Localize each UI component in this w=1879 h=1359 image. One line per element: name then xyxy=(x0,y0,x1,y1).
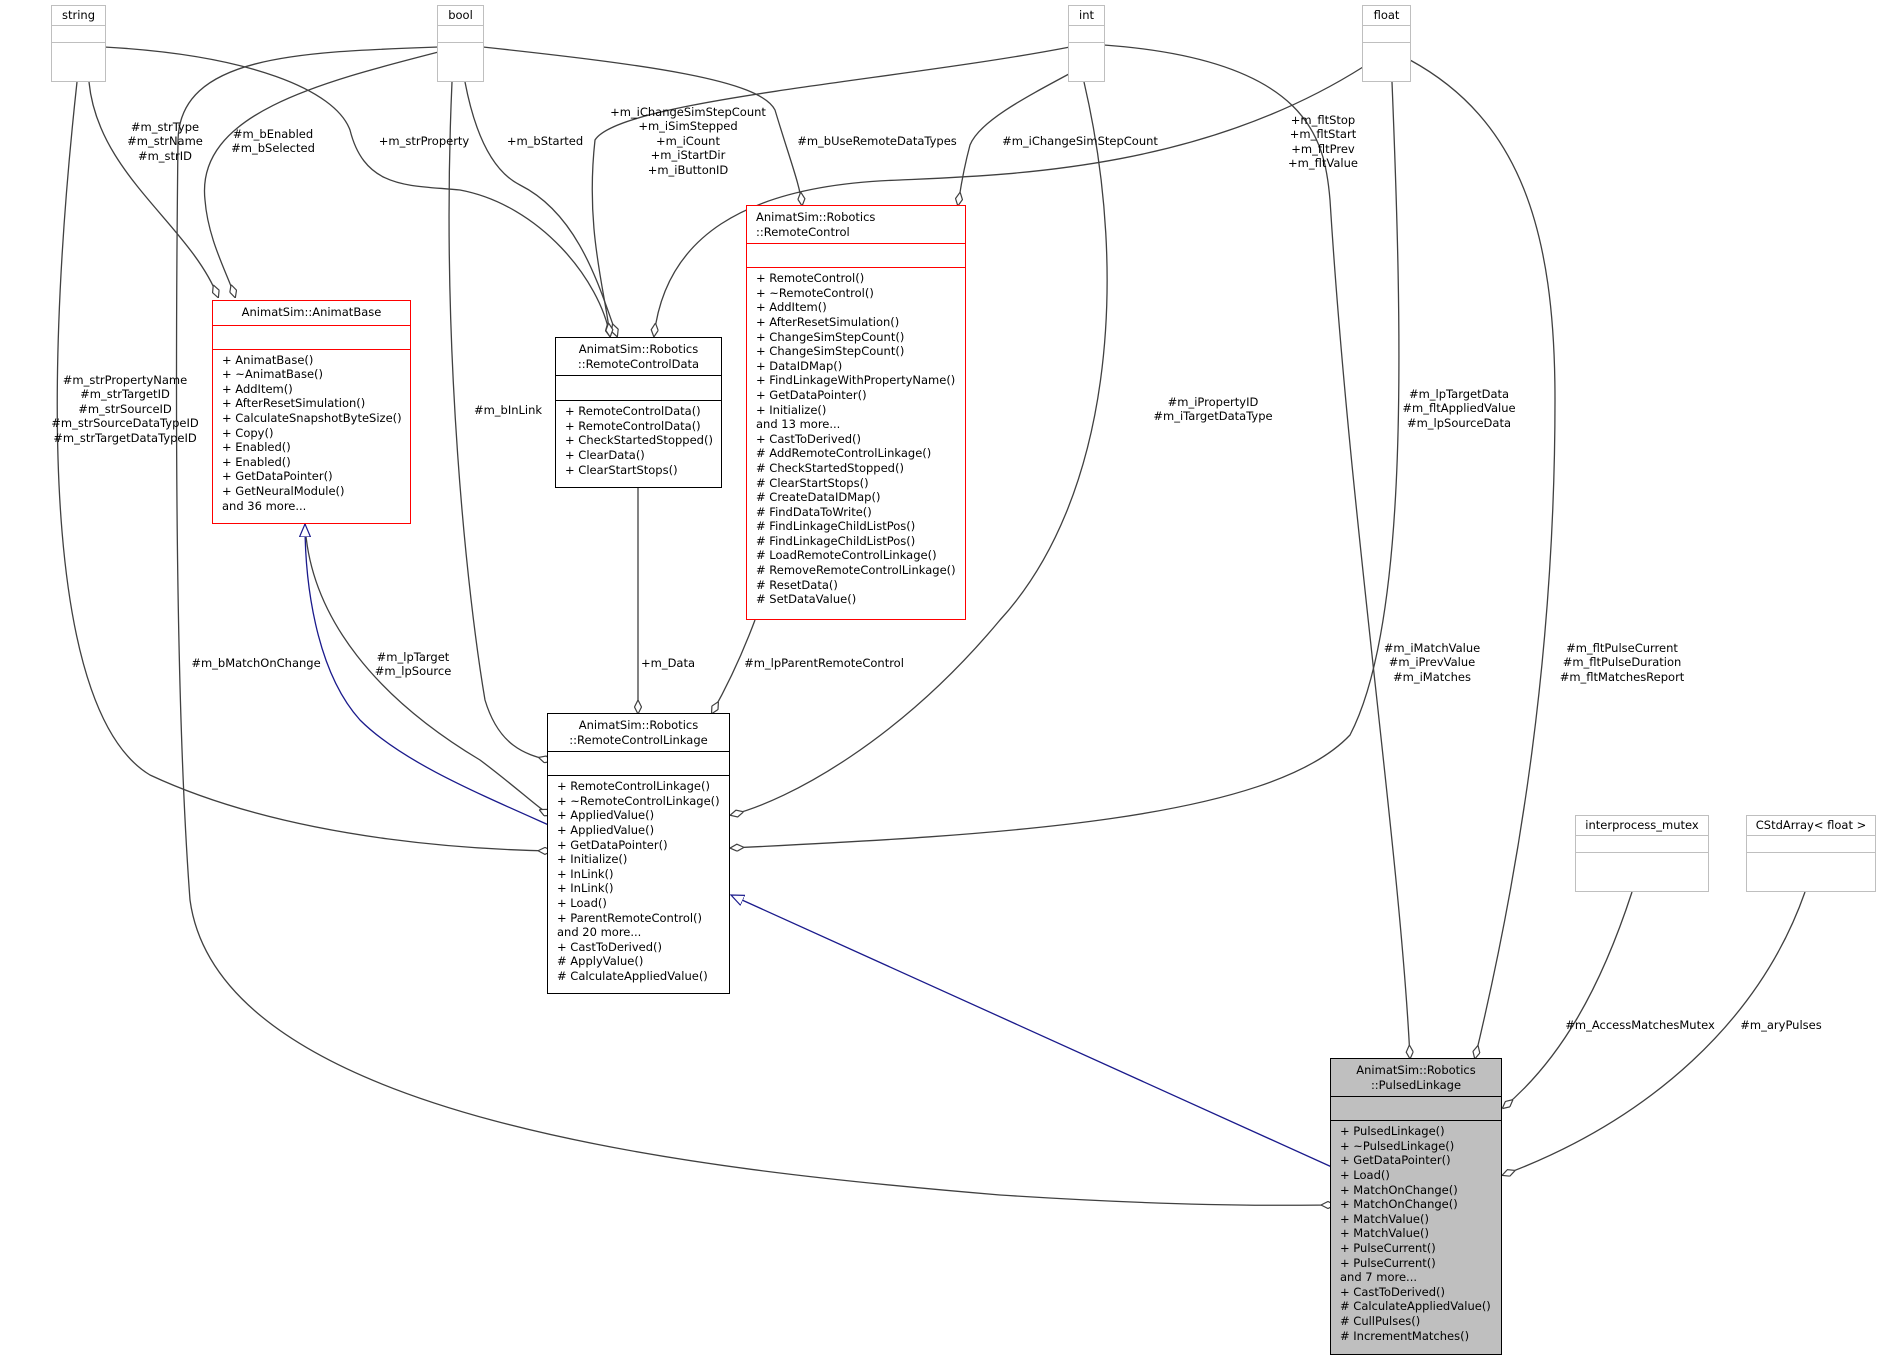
edge-label: #m_iMatchValue #m_iPrevValue #m_iMatches xyxy=(1383,641,1481,684)
edge-float-linkage xyxy=(731,81,1400,848)
class-title: CStdArray< float > xyxy=(1755,818,1867,832)
class-string: string xyxy=(51,5,106,82)
edge-label: #m_strType #m_strName #m_strID xyxy=(127,120,203,163)
class-members: + PulsedLinkage() + ~PulsedLinkage() + G… xyxy=(1340,1124,1491,1343)
class-members: + RemoteControlLinkage() + ~RemoteContro… xyxy=(557,779,720,983)
class-remotecontrol: AnimatSim::Robotics ::RemoteControl + Re… xyxy=(746,205,966,620)
edge-label: +m_Data xyxy=(640,656,696,670)
edge-bool-remotecontroldata xyxy=(464,81,617,336)
class-title: interprocess_mutex xyxy=(1585,818,1699,832)
class-bool: bool xyxy=(437,5,484,82)
class-animatbase: AnimatSim::AnimatBase + AnimatBase() + ~… xyxy=(212,300,411,524)
class-pulsedlinkage: AnimatSim::Robotics ::PulsedLinkage + Pu… xyxy=(1330,1058,1502,1355)
class-title: float xyxy=(1373,8,1400,22)
edge-label: #m_bMatchOnChange xyxy=(191,656,321,670)
class-remotecontroldata: AnimatSim::Robotics ::RemoteControlData … xyxy=(555,337,722,488)
edge-int-pulsed xyxy=(1103,44,1410,1058)
class-title: AnimatSim::AnimatBase xyxy=(241,305,382,319)
edge-label: +m_bStarted xyxy=(506,134,584,148)
edge-bool-pulsed xyxy=(175,46,1334,1205)
edge-bool-remotecontrol xyxy=(482,46,802,205)
class-cstdarray: CStdArray< float > xyxy=(1746,815,1876,892)
edge-int-linkage xyxy=(731,81,1108,815)
class-title: bool xyxy=(448,8,473,22)
edge-bool-animatbase xyxy=(203,46,459,297)
edge-inherit-linkage-animatbase xyxy=(305,524,552,827)
class-float: float xyxy=(1362,5,1411,82)
class-remotecontrollinkage: AnimatSim::Robotics ::RemoteControlLinka… xyxy=(547,713,730,994)
edge-int-remotecontroldata xyxy=(591,46,1071,336)
edge-label: #m_fltPulseCurrent #m_fltPulseDuration #… xyxy=(1559,641,1685,684)
edge-cstdarray-pulsed xyxy=(1503,891,1806,1175)
edge-label: #m_bInLink xyxy=(473,403,543,417)
edge-label: +m_iChangeSimStepCount +m_iSimStepped +m… xyxy=(610,105,766,177)
class-members: + RemoteControl() + ~RemoteControl() + A… xyxy=(756,271,956,607)
edge-mutex-pulsed xyxy=(1503,891,1633,1108)
class-title: AnimatSim::Robotics ::RemoteControl xyxy=(756,210,876,239)
class-members: + RemoteControlData() + RemoteControlDat… xyxy=(565,404,713,477)
edge-label: #m_lpTarget #m_lpSource xyxy=(374,650,452,679)
edge-float-pulsed xyxy=(1409,59,1556,1058)
class-title: AnimatSim::Robotics ::RemoteControlLinka… xyxy=(569,718,708,747)
class-members: + AnimatBase() + ~AnimatBase() + AddItem… xyxy=(222,352,402,513)
edge-int-remotecontrol xyxy=(958,66,1083,205)
class-interprocess-mutex: interprocess_mutex xyxy=(1575,815,1709,892)
class-title: string xyxy=(61,8,95,22)
edge-label: #m_lpTargetData #m_fltAppliedValue #m_lp… xyxy=(1402,387,1516,430)
edge-label: #m_iChangeSimStepCount xyxy=(1002,134,1158,148)
edge-label: #m_AccessMatchesMutex xyxy=(1565,1018,1715,1032)
class-title: AnimatSim::Robotics ::PulsedLinkage xyxy=(1356,1063,1476,1092)
edge-label: #m_bEnabled #m_bSelected xyxy=(231,127,315,156)
edge-animatbase-linkage xyxy=(304,523,551,815)
class-int: int xyxy=(1068,5,1105,82)
edge-label: +m_fltStop +m_fltStart +m_fltPrev +m_flt… xyxy=(1288,113,1358,171)
edge-label: #m_lpParentRemoteControl xyxy=(744,656,904,670)
edge-label: #m_strPropertyName #m_strTargetID #m_str… xyxy=(51,373,199,445)
edge-string-animatbase xyxy=(88,81,218,297)
edge-string-linkage xyxy=(56,81,551,851)
class-title: int xyxy=(1079,8,1094,22)
edge-rc-linkage xyxy=(712,619,756,713)
edge-inherit-pulsed-linkage xyxy=(731,895,1335,1169)
edge-label: +m_strProperty xyxy=(378,134,470,148)
edge-label: #m_bUseRemoteDataTypes xyxy=(797,134,957,148)
edge-bool-linkage xyxy=(448,81,551,761)
edge-label: #m_iPropertyID #m_iTargetDataType xyxy=(1153,395,1273,424)
edge-label: #m_aryPulses xyxy=(1740,1018,1822,1032)
class-title: AnimatSim::Robotics ::RemoteControlData xyxy=(577,342,700,371)
edge-string-remotecontroldata xyxy=(103,46,610,336)
edge-float-remotecontroldata xyxy=(654,66,1364,336)
